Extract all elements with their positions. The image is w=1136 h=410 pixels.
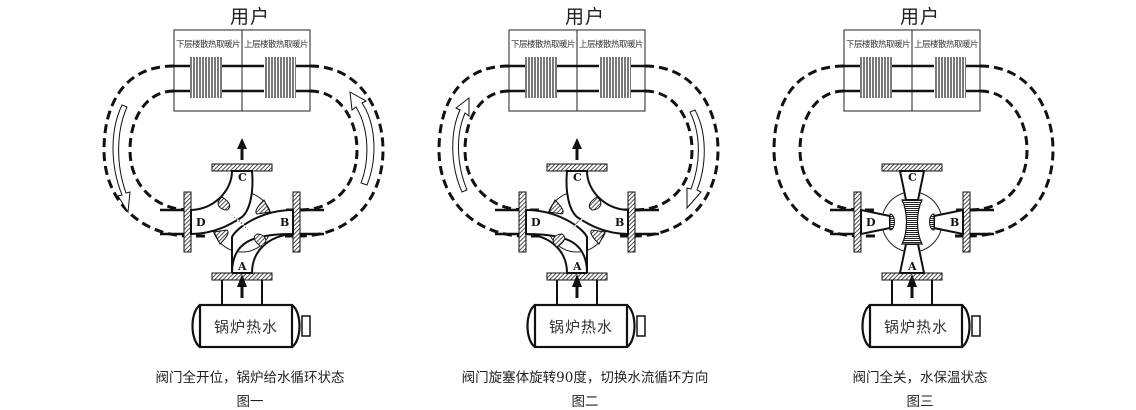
port-d-label: D — [531, 216, 541, 229]
outer-pipe-loop — [102, 64, 385, 238]
heating-loop-diagram: C D B A — [772, 29, 1055, 349]
port-b-label: B — [280, 216, 289, 229]
closed-plug — [901, 199, 923, 245]
outlet-arrow-up-icon — [237, 138, 247, 160]
lower-floor-radiator — [190, 57, 222, 98]
boiler-label: 锅炉热水 — [548, 318, 613, 336]
figure-1-panel: C D B A 用户 下层楼散热取暖片 上层楼散热取暖片 锅炉热水 阀门全开位，… — [70, 0, 430, 410]
port-d-label: D — [866, 216, 876, 229]
figure-caption: 阀门全开位，锅炉给水循环状态 — [155, 370, 345, 386]
figure-2-panel: C D B A 用户 下层楼散热取暖片 上层楼散热取暖片 锅炉热水 阀门旋塞体旋… — [405, 0, 765, 410]
outlet-arrow-up-icon — [572, 138, 582, 160]
port-a-label: A — [572, 260, 582, 273]
lower-floor-radiator — [860, 57, 892, 98]
four-way-valve: C D B A — [160, 163, 324, 281]
heating-loop-diagram: C D B A — [102, 29, 385, 349]
inner-pipe-loop — [463, 89, 694, 212]
heating-loop-diagram: C D B A — [437, 29, 720, 349]
supply-arrow-up-icon — [237, 274, 247, 298]
four-way-valve: C D B A — [495, 163, 659, 281]
outer-pipe-loop — [437, 64, 720, 238]
upper-floor-radiator-label: 上层楼散热取暖片 — [913, 40, 979, 50]
port-b-label: B — [615, 216, 624, 229]
outer-pipe-loop — [772, 64, 1055, 238]
figure-number: 图一 — [236, 394, 264, 410]
supply-arrow-up-icon — [572, 274, 582, 298]
port-c-label: C — [573, 171, 582, 184]
upper-floor-radiator — [599, 57, 631, 98]
lower-floor-radiator — [525, 57, 557, 98]
port-d-label: D — [196, 216, 206, 229]
boiler-tank — [526, 303, 646, 349]
port-c-label: C — [238, 171, 247, 184]
port-c-label: C — [908, 171, 917, 184]
boiler-label: 锅炉热水 — [213, 318, 278, 336]
lower-floor-radiator-label: 下层楼散热取暖片 — [845, 40, 911, 50]
figure-3-panel: C D B A 用户 下层楼散热取暖片 上层楼散热取暖片 锅炉热水 阀门全关，水… — [740, 0, 1100, 410]
upper-floor-radiator-label: 上层楼散热取暖片 — [578, 40, 644, 50]
boiler-tank — [191, 303, 311, 349]
upper-floor-radiator-label: 上层楼散热取暖片 — [243, 40, 309, 50]
inner-pipe-loop — [798, 89, 1029, 212]
flow-arrow-right-down — [686, 109, 705, 210]
lower-floor-radiator-label: 下层楼散热取暖片 — [510, 40, 576, 50]
four-way-valve: C D B A — [830, 163, 994, 281]
figure-number: 图三 — [906, 394, 934, 410]
figure-number: 图二 — [571, 394, 599, 410]
lower-floor-radiator-label: 下层楼散热取暖片 — [175, 40, 241, 50]
user-label: 用户 — [229, 6, 270, 28]
inner-pipe-loop — [128, 89, 359, 212]
flow-arrow-left-up — [452, 96, 470, 193]
flow-arrow-right-up — [349, 91, 375, 186]
port-a-label: A — [907, 260, 917, 273]
figure-caption: 阀门全关，水保温状态 — [852, 370, 988, 386]
port-a-label: A — [237, 260, 247, 273]
user-label: 用户 — [564, 6, 605, 28]
figure-caption: 阀门旋塞体旋转90度，切换水流循环方向 — [461, 370, 709, 386]
supply-arrow-up-icon — [907, 274, 917, 298]
upper-floor-radiator — [264, 57, 296, 98]
port-b-label: B — [950, 216, 959, 229]
user-label: 用户 — [899, 6, 940, 28]
boiler-label: 锅炉热水 — [883, 318, 948, 336]
flow-arrow-left-down — [112, 104, 131, 214]
boiler-tank — [861, 303, 981, 349]
upper-floor-radiator — [934, 57, 966, 98]
